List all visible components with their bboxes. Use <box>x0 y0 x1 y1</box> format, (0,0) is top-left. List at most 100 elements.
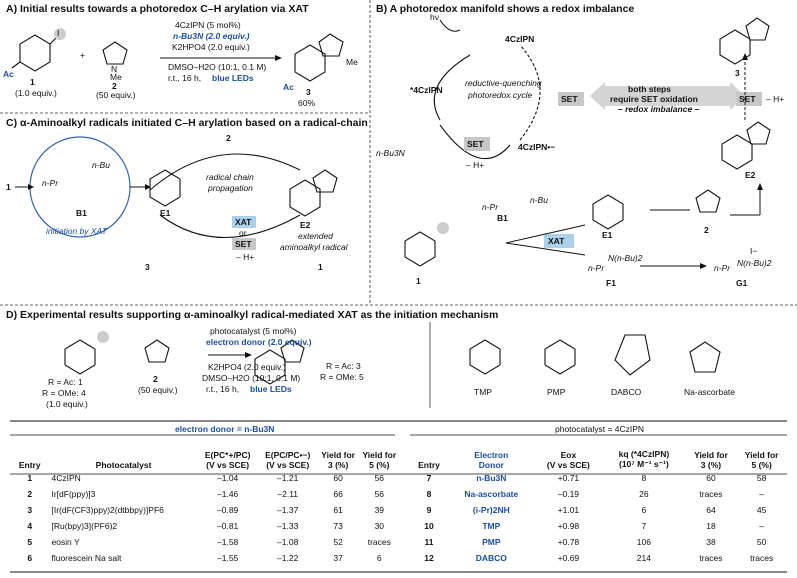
product-3-structure <box>294 33 344 82</box>
left-cell: 61 <box>333 505 343 515</box>
product-3-c: 3 <box>145 262 150 272</box>
set-label-1: SET <box>561 94 578 104</box>
lh-yield3: Yield for 3 (%) <box>321 450 355 470</box>
e2-label-c: E2 <box>300 220 311 230</box>
lh-photocatalyst: Photocatalyst <box>95 460 152 470</box>
excited-catalyst-label: *4CzIPN <box>410 85 443 95</box>
sm1-number: 1 <box>30 77 35 87</box>
sm1-c: 1 <box>6 182 11 192</box>
right-cell: traces <box>699 489 723 499</box>
iodide-label: I− <box>750 246 758 256</box>
lh-ered: E(PC/PC•−) (V vs SCE) <box>265 450 311 470</box>
plus-sign: + <box>80 50 85 60</box>
sm1-equiv: (1.0 equiv.) <box>15 88 57 98</box>
rh-entry: Entry <box>418 460 440 470</box>
right-cell: +0.71 <box>557 473 580 483</box>
rh-yield3: Yield for 3 (%) <box>694 450 728 470</box>
b1-nbu: n-Bu <box>530 195 548 205</box>
right-cell: 64 <box>706 505 716 515</box>
right-cell: – <box>759 489 765 499</box>
right-cell: PMP <box>482 537 501 547</box>
cond-photocatalyst: photocatalyst (5 mol%) <box>210 326 297 336</box>
sm-equiv-d: (1.0 equiv.) <box>46 399 88 409</box>
deprotonation-label: – H+ <box>466 160 485 170</box>
imbalance-line-3: – redox imbalance – <box>618 104 700 114</box>
table-left-caption: electron donor = n-Bu3N <box>175 424 275 434</box>
product-yield: 60% <box>298 98 316 108</box>
right-cell: +0.98 <box>557 521 580 531</box>
panel-a-title: A) Initial results towards a photoredox … <box>6 3 309 15</box>
donor-tmp: TMP <box>474 387 492 397</box>
left-cell: 3 <box>27 505 33 515</box>
left-cell: –1.37 <box>277 505 299 515</box>
cond-solvent: DMSO–H2O (10:1, 0.1 M) <box>168 62 267 72</box>
left-cell: 73 <box>333 521 343 531</box>
amine-label: n-Bu3N <box>376 148 405 158</box>
g1-amine: N(n-Bu)2 <box>737 258 772 268</box>
e1-label-c: E1 <box>160 208 171 218</box>
left-cell: Ir[dF(ppy)]3 <box>51 489 96 499</box>
left-cell: 56 <box>374 489 385 499</box>
pyrrole-2-c: 2 <box>226 133 231 143</box>
right-cell: 7 <box>641 521 647 531</box>
cond-time: r.t., 16 h, <box>168 73 202 83</box>
left-cell: 60 <box>333 473 343 483</box>
left-cell: 4CzIPN <box>51 473 81 483</box>
set-label-2: SET <box>467 139 484 149</box>
cond-base-d: K2HPO4 (2.0 equiv.) <box>208 362 286 372</box>
pyrrole-2-d: 2 <box>153 374 158 384</box>
donor-ascorbate: Na-ascorbate <box>684 387 736 397</box>
right-cell: 10 <box>424 521 434 531</box>
acetyl-label: Ac <box>3 69 14 79</box>
or-label: or <box>239 228 247 238</box>
b1-npr: n-Pr <box>482 202 499 212</box>
r-ome: R = OMe: 4 <box>42 388 86 398</box>
left-cell: 37 <box>333 553 343 563</box>
f1-amine: N(n-Bu)2 <box>608 253 643 263</box>
deprotonation-label-2: – H+ <box>766 94 785 104</box>
right-cell: Na-ascorbate <box>464 489 519 499</box>
product-r-ac: R = Ac: 3 <box>326 361 361 371</box>
panel-c-title: C) α-Aminoalkyl radicals initiated C–H a… <box>6 117 368 129</box>
iodo-label: I <box>57 28 60 38</box>
photoredox-cycle <box>433 19 541 160</box>
pyrrole-2-b: 2 <box>704 225 709 235</box>
table-right-caption: photocatalyst = 4CzIPN <box>555 424 645 434</box>
set-box-b <box>558 92 584 106</box>
right-cell: traces <box>750 553 774 563</box>
right-cell: +0.78 <box>557 537 580 547</box>
pyrrole-equiv-d: (50 equiv.) <box>138 385 178 395</box>
left-cell: –1.04 <box>217 473 239 483</box>
cond-light-d: blue LEDs <box>250 384 292 394</box>
cond-base: K2HPO4 (2.0 equiv.) <box>172 42 250 52</box>
left-cell: –1.46 <box>217 489 239 499</box>
table-left: Entry Photocatalyst E(PC*+/PC) (V vs SCE… <box>10 440 400 566</box>
b1-npr-c: n-Pr <box>42 178 59 188</box>
extended-label-2: aminoalkyl radical <box>280 242 348 252</box>
right-cell: +0.69 <box>557 553 580 563</box>
left-cell: –1.22 <box>277 553 299 563</box>
g1-npr: n-Pr <box>714 263 731 273</box>
sm1-b: 1 <box>416 276 421 286</box>
left-cell: 5 <box>27 537 33 547</box>
cond-amine: n-Bu3N (2.0 equiv.) <box>173 31 250 41</box>
lh-entry: Entry <box>18 460 41 470</box>
reduced-catalyst-label: 4CzIPN•− <box>518 142 556 152</box>
donor-dabco: DABCO <box>611 387 642 397</box>
right-cell: –0.19 <box>557 489 580 499</box>
left-cell: 6 <box>27 553 33 563</box>
imbalance-line-1: both steps <box>628 84 671 94</box>
left-cell: –1.21 <box>277 473 299 483</box>
cond-catalyst: 4CzIPN (5 mol%) <box>175 20 241 30</box>
left-cell: traces <box>367 537 391 547</box>
b1-label-b: B1 <box>497 213 508 223</box>
sm2-number: 2 <box>112 81 117 91</box>
